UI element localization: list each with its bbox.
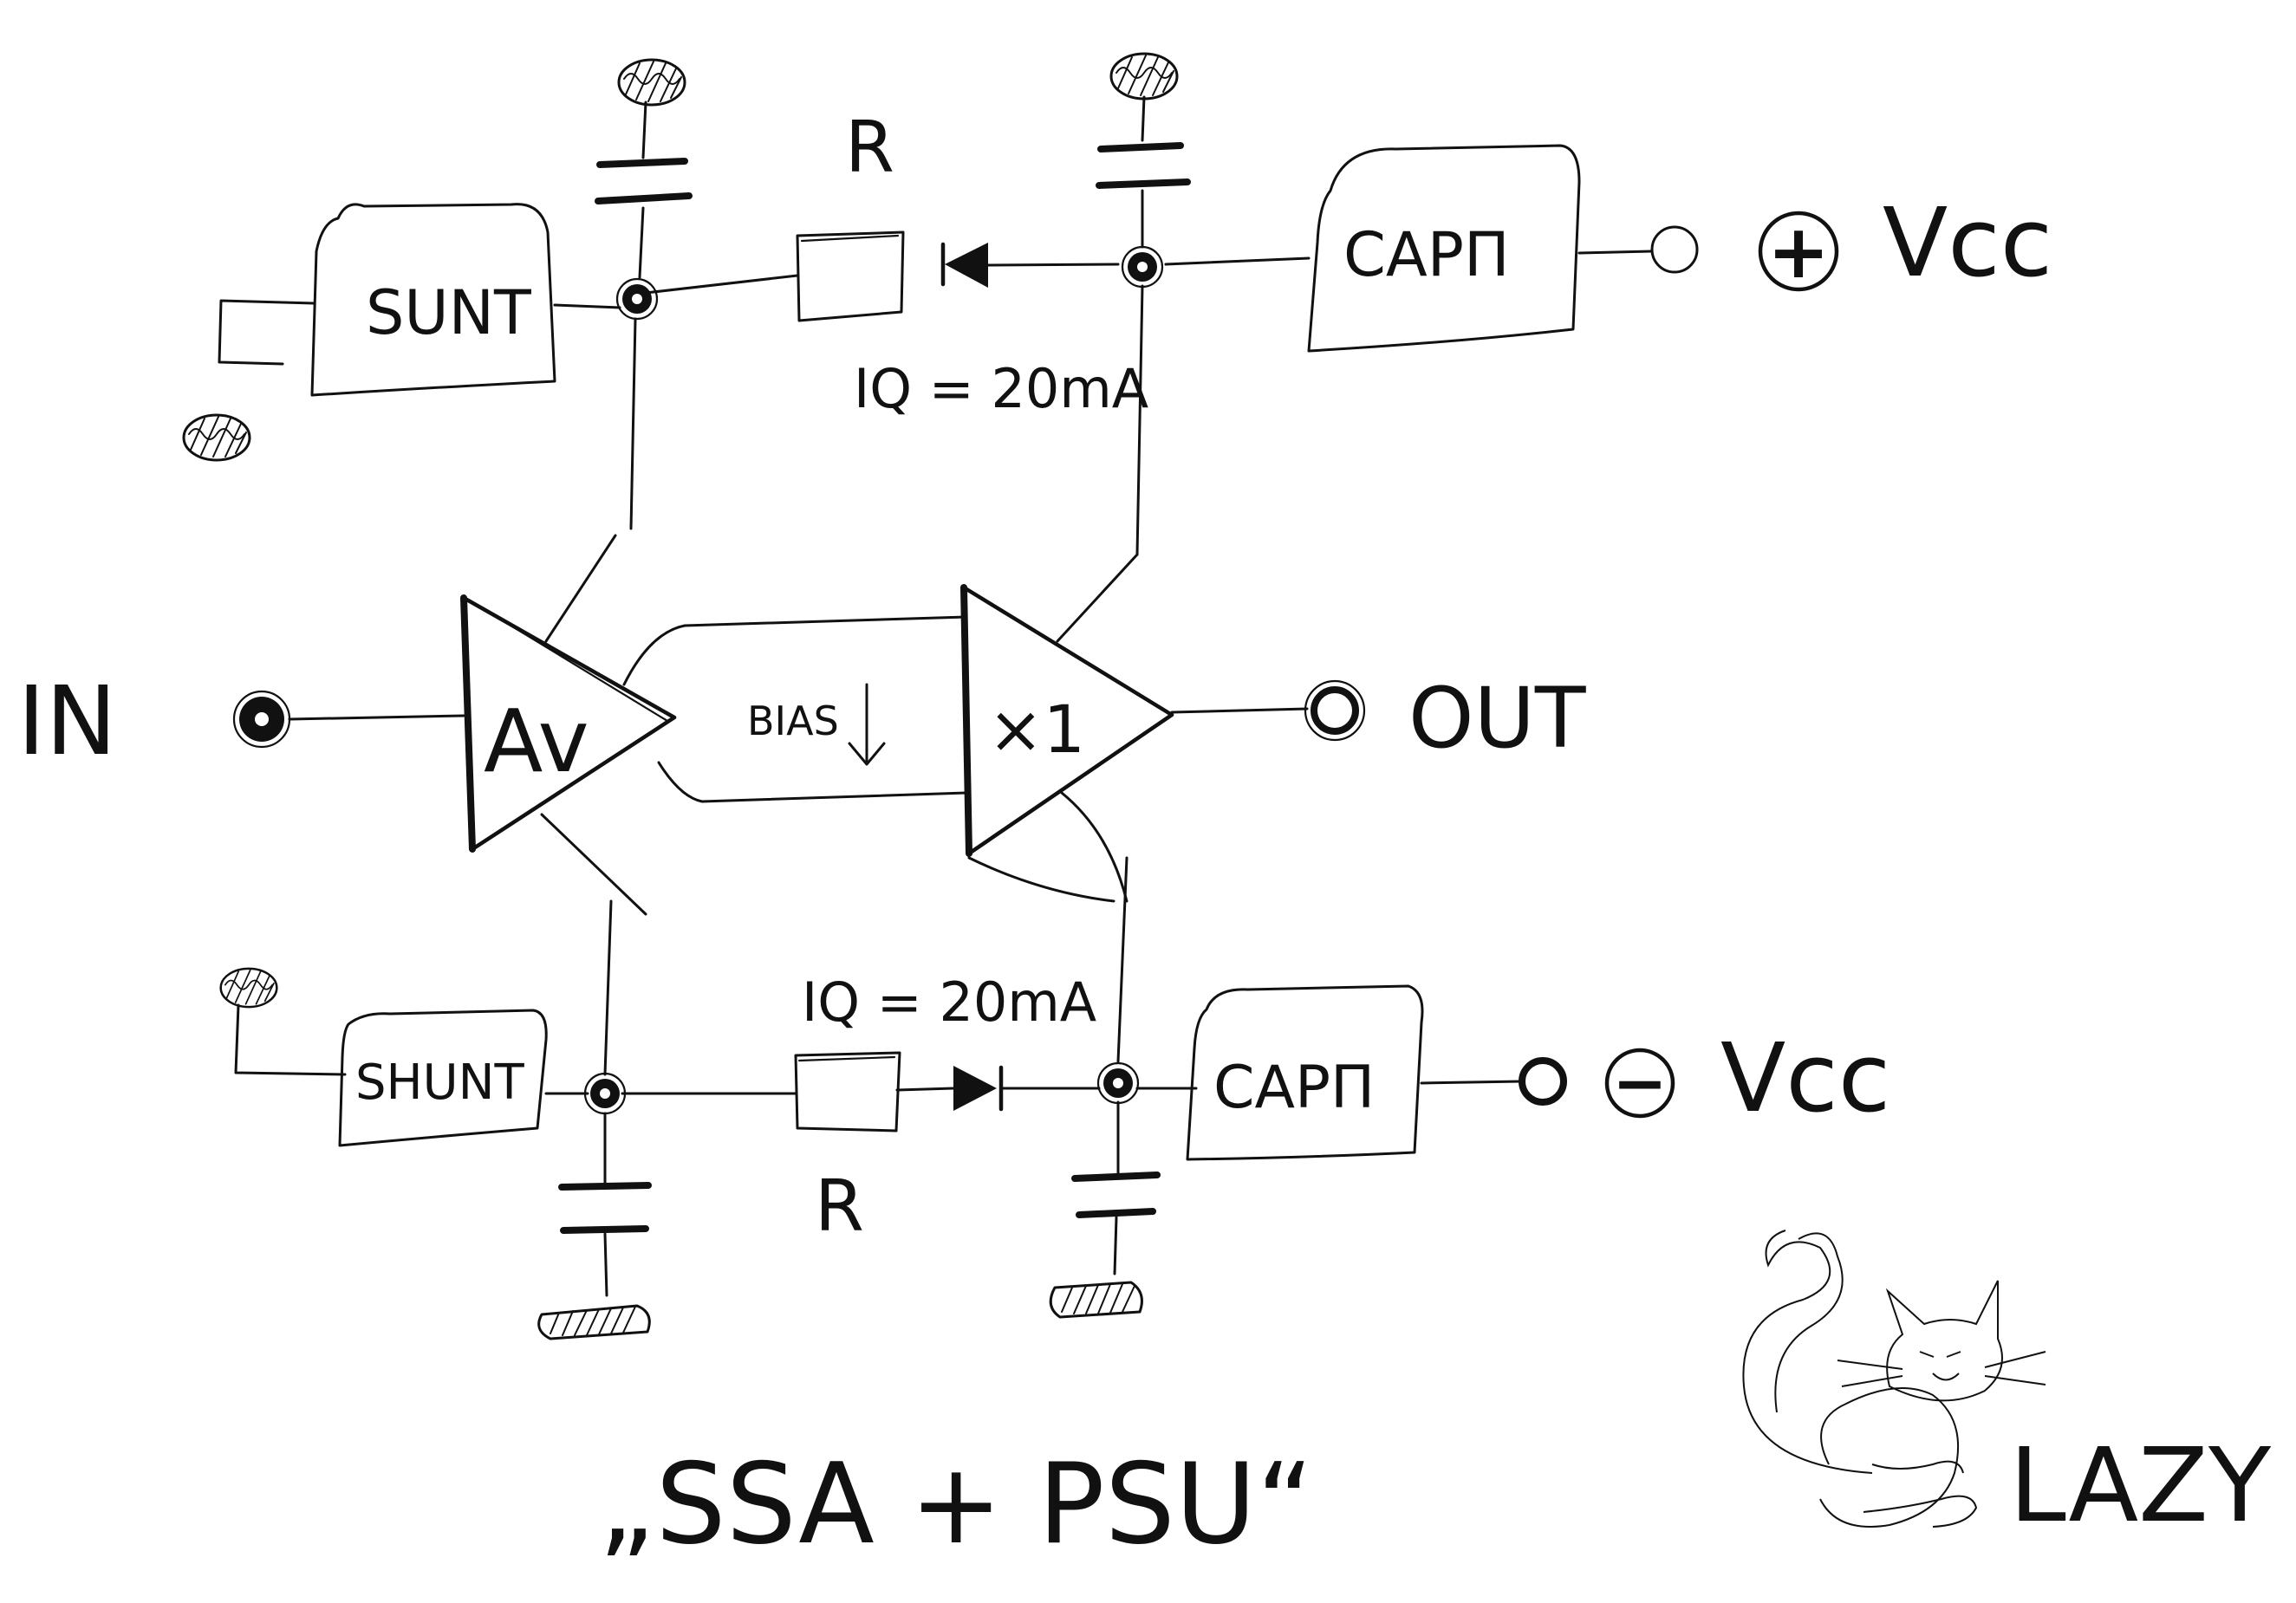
buffer-supply-lead-top — [1056, 553, 1139, 643]
upper-shunt-label: SUNT — [366, 277, 531, 348]
lower-left-node — [583, 1072, 627, 1115]
lower-left-ground-icon — [537, 1304, 651, 1340]
upper-capmult-label: CAPΠ — [1343, 219, 1510, 290]
lower-resistor-label: R — [815, 1165, 864, 1248]
upper-rail: SUNT R — [182, 52, 2052, 462]
lower-right-vertical-wire — [1116, 856, 1128, 1063]
negative-sign-icon: − — [1604, 1044, 1675, 1121]
upper-resistor: R — [796, 107, 905, 322]
lower-left-vertical-wire — [603, 899, 613, 1076]
lower-rail: SHUNT IQ = 20mA — [219, 967, 1890, 1340]
bias-label: BIAS — [747, 698, 839, 744]
positive-supply-label: Vcc — [1883, 187, 2052, 298]
buffer-supply-lead-bottom — [1060, 791, 1128, 903]
upper-left-capacitor — [595, 101, 693, 279]
lower-right-ground-icon — [1049, 1281, 1143, 1319]
upper-right-vertical-wire — [1135, 284, 1144, 556]
upper-wire-capmult-terminal — [1577, 250, 1653, 255]
gain-stage: Av — [460, 594, 677, 853]
lower-shunt-label: SHUNT — [355, 1055, 525, 1111]
diagram-title: „SSA + PSU“ — [598, 1440, 1314, 1569]
lower-resistor: R — [794, 1051, 901, 1248]
input-wire — [288, 714, 465, 721]
upper-capmult-box: CAPΠ — [1307, 144, 1581, 353]
buffer-stage: ×1 — [960, 584, 1174, 857]
output-wire — [1170, 707, 1309, 714]
upper-right-capacitor — [1096, 95, 1191, 249]
lower-wire-resistor-diode — [895, 1087, 955, 1092]
lower-left-capacitor — [558, 1112, 652, 1297]
upper-shunt-ground-wire — [218, 299, 315, 366]
upper-diode-icon — [940, 242, 988, 288]
signal-path: IN Av BIAS — [17, 284, 1586, 1076]
lower-capmult-box: CAPΠ — [1186, 984, 1424, 1161]
upper-left-node — [615, 277, 659, 321]
upper-current-label: IQ = 20mA — [854, 357, 1148, 420]
bias-arrow-icon — [848, 683, 886, 766]
upper-right-node — [1121, 245, 1164, 289]
gain-stage-label: Av — [484, 691, 589, 792]
buffer-supply-lead-bottom-2 — [967, 856, 1115, 903]
lower-diode-icon — [953, 1065, 1004, 1112]
lower-shunt-ground-wire — [234, 1003, 347, 1076]
upper-wire-node-resistor — [644, 274, 799, 295]
upper-shunt-ground-icon — [182, 413, 251, 462]
cat-doodle-icon — [1742, 1230, 2046, 1528]
lower-wire-capmult-terminal — [1420, 1080, 1523, 1085]
lower-capmult-label: CAPΠ — [1213, 1054, 1375, 1122]
lower-supply-terminal — [1519, 1057, 1567, 1106]
signature-label: LAZY — [2009, 1425, 2272, 1545]
upper-left-vertical-wire — [629, 317, 637, 530]
lower-right-node — [1096, 1061, 1140, 1105]
upper-wire-shunt-node — [553, 303, 621, 309]
negative-supply-label: Vcc — [1720, 1022, 1890, 1133]
lower-right-capacitor — [1071, 1100, 1161, 1275]
lower-current-label: IQ = 20mA — [802, 970, 1096, 1034]
svg-text:+: + — [1767, 209, 1830, 295]
positive-sign-icon: + — [1758, 209, 1839, 295]
output-label: OUT — [1408, 670, 1586, 767]
upper-wire-node-capmult — [1164, 256, 1311, 266]
bias-block: BIAS — [622, 615, 968, 803]
lower-shunt-ground-icon — [219, 967, 278, 1009]
gain-supply-lead-top — [544, 534, 617, 643]
upper-supply-terminal — [1650, 225, 1699, 274]
upper-resistor-label: R — [845, 107, 894, 189]
buffer-stage-label: ×1 — [988, 691, 1085, 768]
upper-left-ground-icon — [617, 58, 686, 107]
gain-supply-lead-bottom — [540, 813, 647, 916]
upper-wire-diode-node — [986, 263, 1120, 267]
input-label: IN — [17, 665, 117, 776]
lower-shunt-box: SHUNT — [338, 1009, 548, 1147]
upper-right-ground-icon — [1109, 52, 1179, 101]
svg-text:−: − — [1612, 1044, 1668, 1121]
input-terminal — [232, 690, 291, 749]
output-terminal — [1304, 679, 1366, 742]
upper-shunt-box: SUNT — [310, 203, 556, 397]
